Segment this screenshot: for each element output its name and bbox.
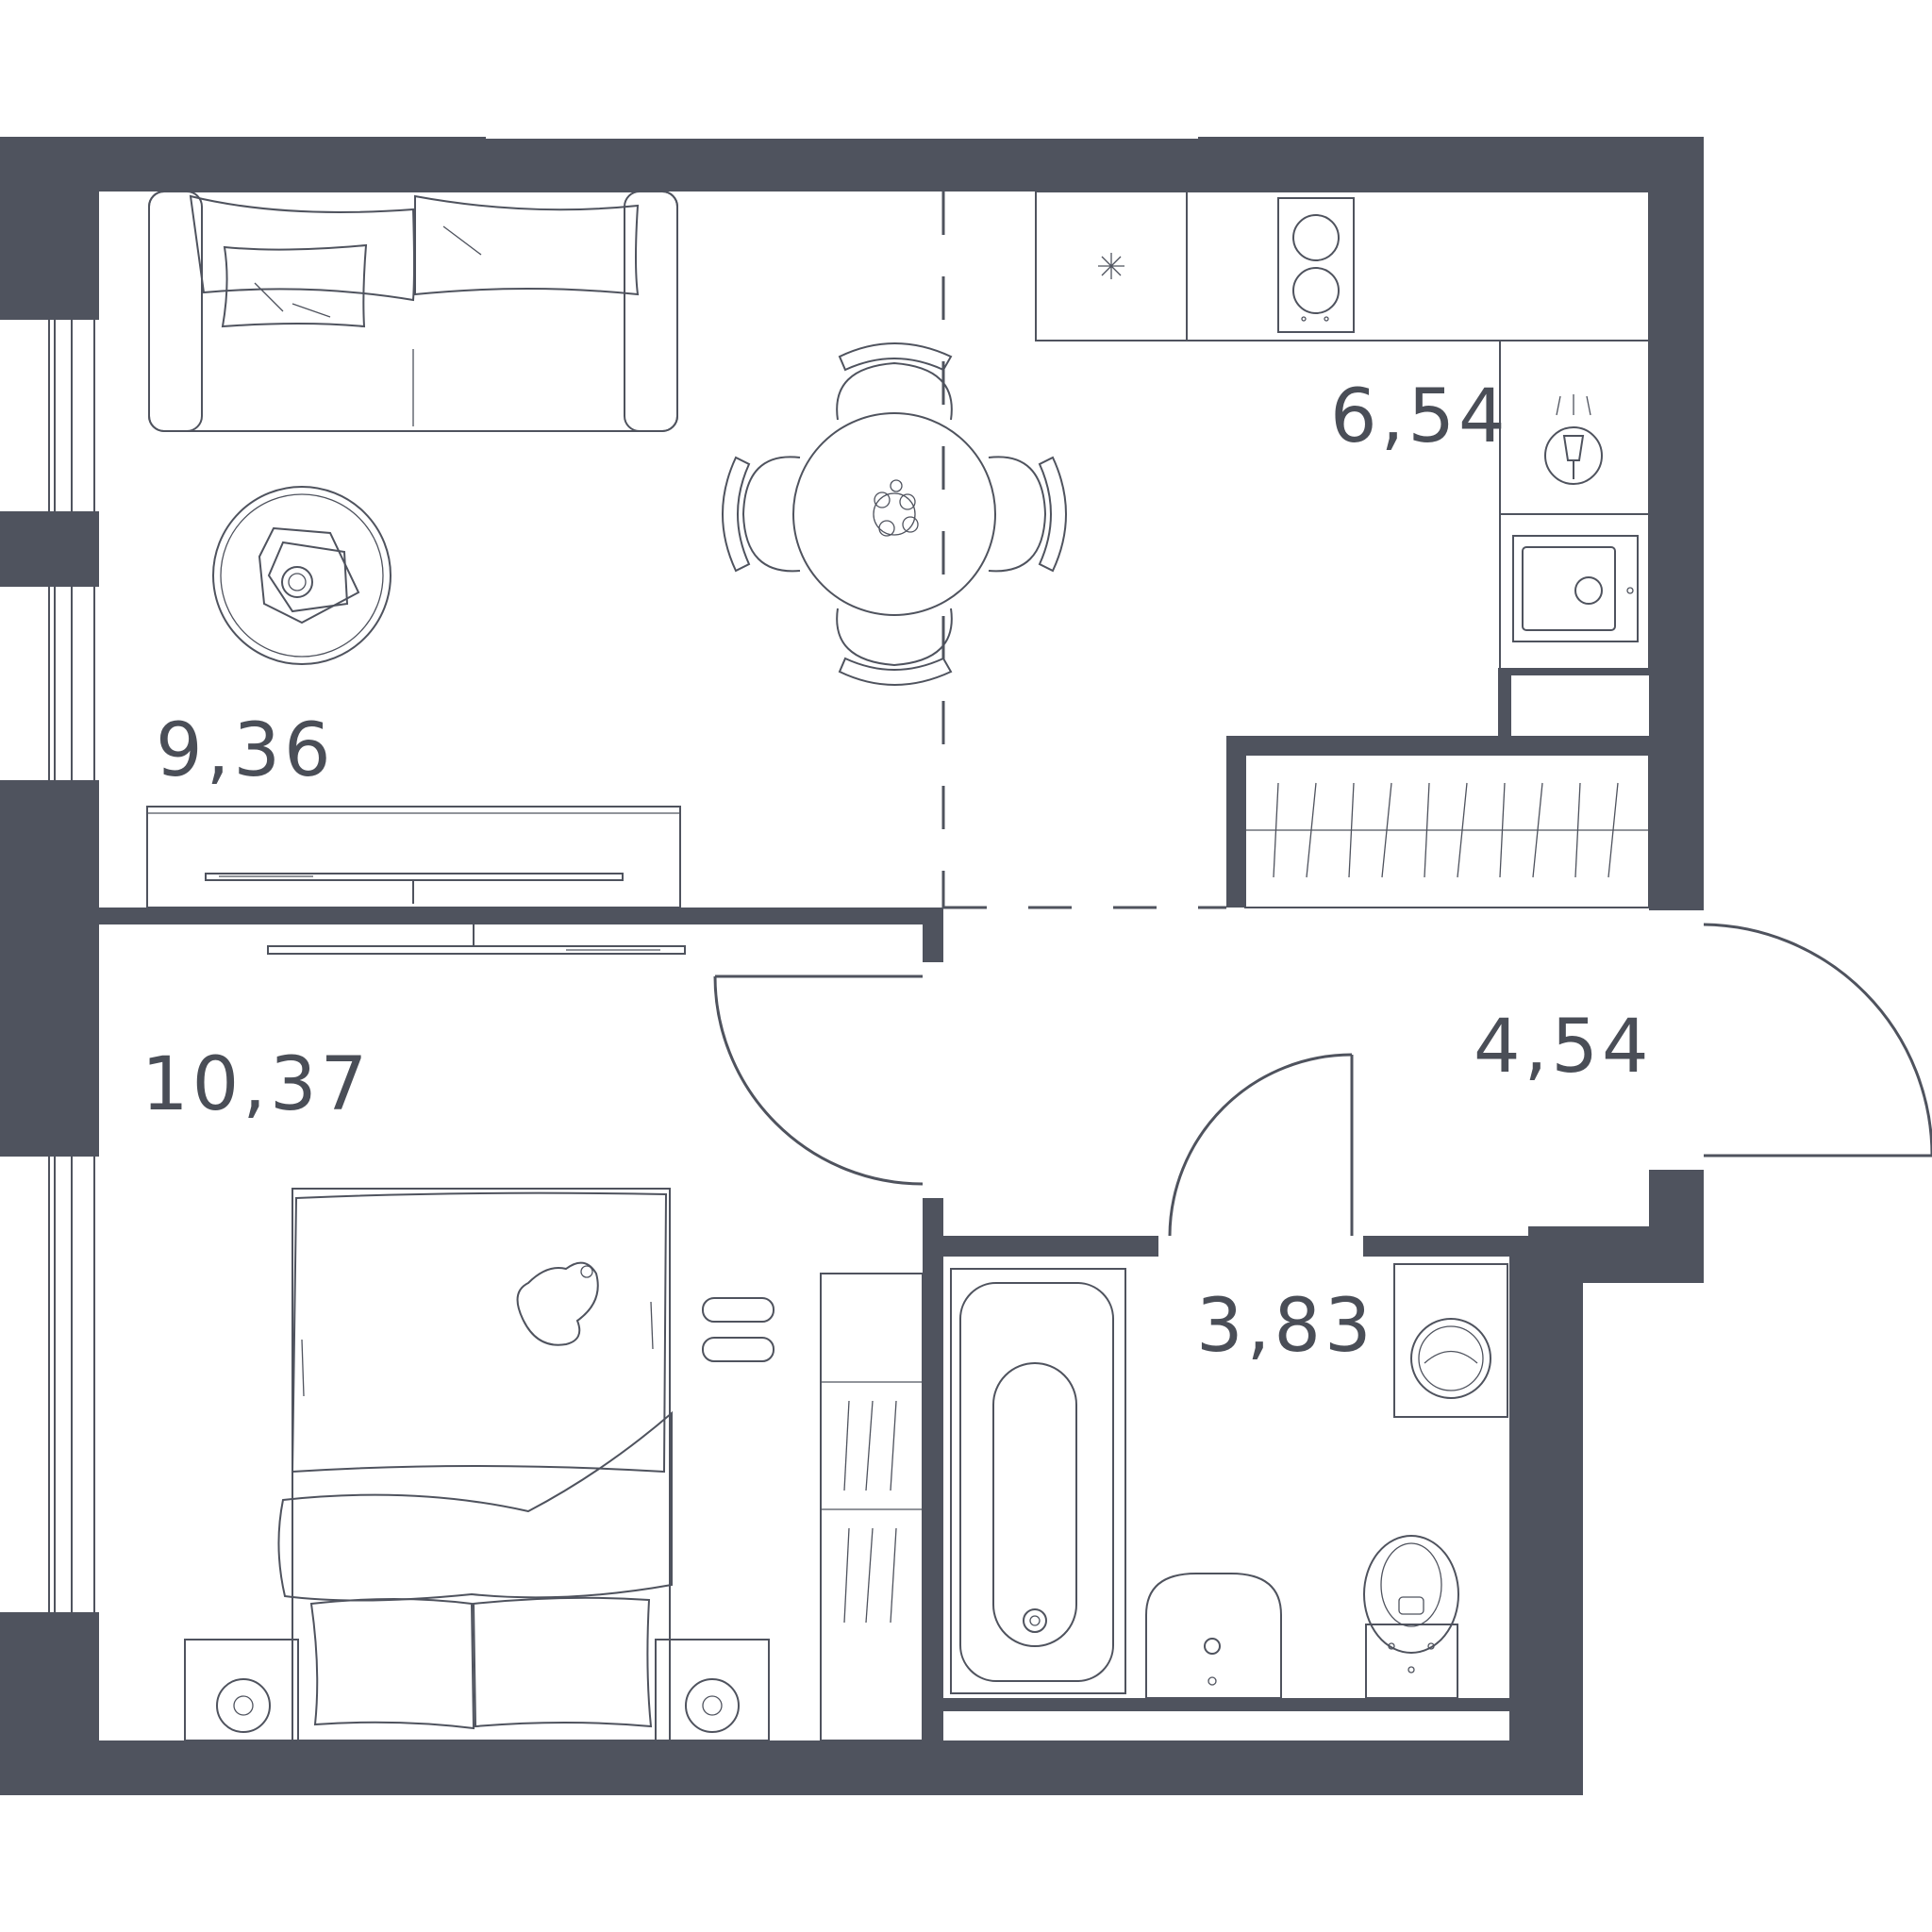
cooktop xyxy=(1277,197,1355,333)
kitchen-sink xyxy=(1512,535,1639,642)
bathtub xyxy=(950,1268,1126,1694)
nightstand-left xyxy=(184,1639,299,1741)
dining-table xyxy=(722,342,1067,686)
bedroom-area-label: 10,37 xyxy=(142,1042,371,1127)
bed xyxy=(277,1188,673,1741)
sink-tap-icon xyxy=(1544,394,1603,485)
window-living-top xyxy=(0,318,99,513)
hall-wardrobe: 4,54 xyxy=(1244,754,1653,1090)
snowflake-icon xyxy=(1098,253,1124,279)
door-bedroom xyxy=(713,974,924,1186)
tv-stand xyxy=(146,806,681,908)
window-bedroom xyxy=(0,1155,99,1614)
nightstand-right xyxy=(655,1639,770,1741)
kitchen: 6,54 xyxy=(1035,191,1650,672)
bathroom-area-label: 3,83 xyxy=(1196,1284,1375,1369)
chair-top xyxy=(836,342,953,421)
window-living-bottom xyxy=(0,585,99,782)
hallway-area-label: 4,54 xyxy=(1474,1005,1653,1090)
flower-pot xyxy=(873,479,919,537)
kitchen-counter xyxy=(1035,191,1650,672)
doors xyxy=(713,923,1932,1237)
bedroom: 10,37 xyxy=(142,924,924,1741)
kitchen-area-label: 6,54 xyxy=(1330,375,1509,459)
door-entrance xyxy=(1703,923,1932,1158)
chair-right xyxy=(988,456,1067,573)
zone-dividers xyxy=(941,192,1226,909)
door-bathroom xyxy=(1168,1053,1354,1237)
washbasin xyxy=(1145,1573,1282,1699)
chair-left xyxy=(722,456,801,573)
bedroom-wardrobe xyxy=(820,1273,924,1741)
coffee-table xyxy=(212,486,391,665)
windows xyxy=(0,318,99,1614)
sofa xyxy=(148,191,678,432)
bedroom-tv xyxy=(267,924,686,955)
chair-bottom xyxy=(836,608,953,686)
slippers xyxy=(702,1297,774,1362)
dog-icon xyxy=(516,1261,599,1346)
toilet xyxy=(1363,1535,1459,1699)
walls xyxy=(0,137,1704,1795)
living-room: 9,36 xyxy=(146,191,1067,908)
bathroom: 3,83 xyxy=(950,1263,1508,1699)
living-area-label: 9,36 xyxy=(156,708,335,793)
hangers xyxy=(1273,782,1619,878)
washing-machine xyxy=(1393,1263,1508,1418)
